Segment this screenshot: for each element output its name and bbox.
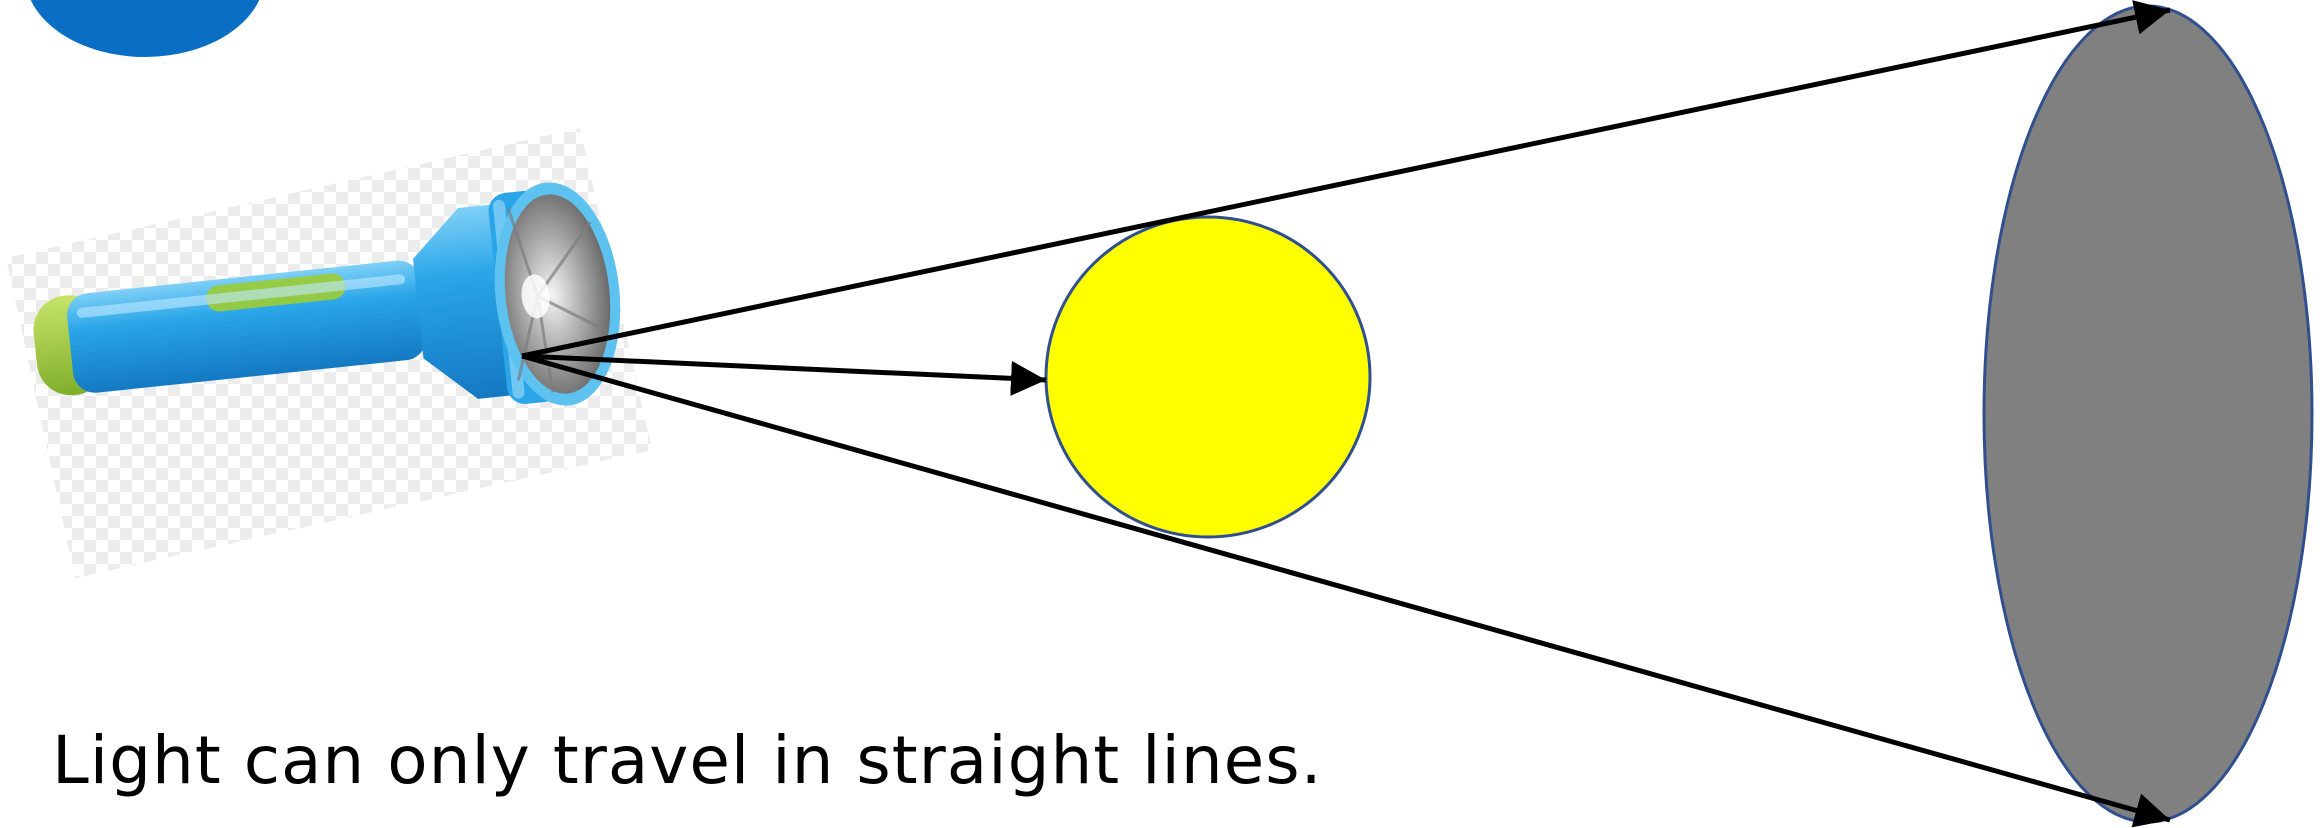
torch-icon <box>6 128 652 578</box>
corner-badge <box>25 0 265 57</box>
shadow <box>1984 6 2312 822</box>
opaque-object <box>1046 217 1370 537</box>
caption: Light can only travel in straight lines. <box>52 722 1323 799</box>
